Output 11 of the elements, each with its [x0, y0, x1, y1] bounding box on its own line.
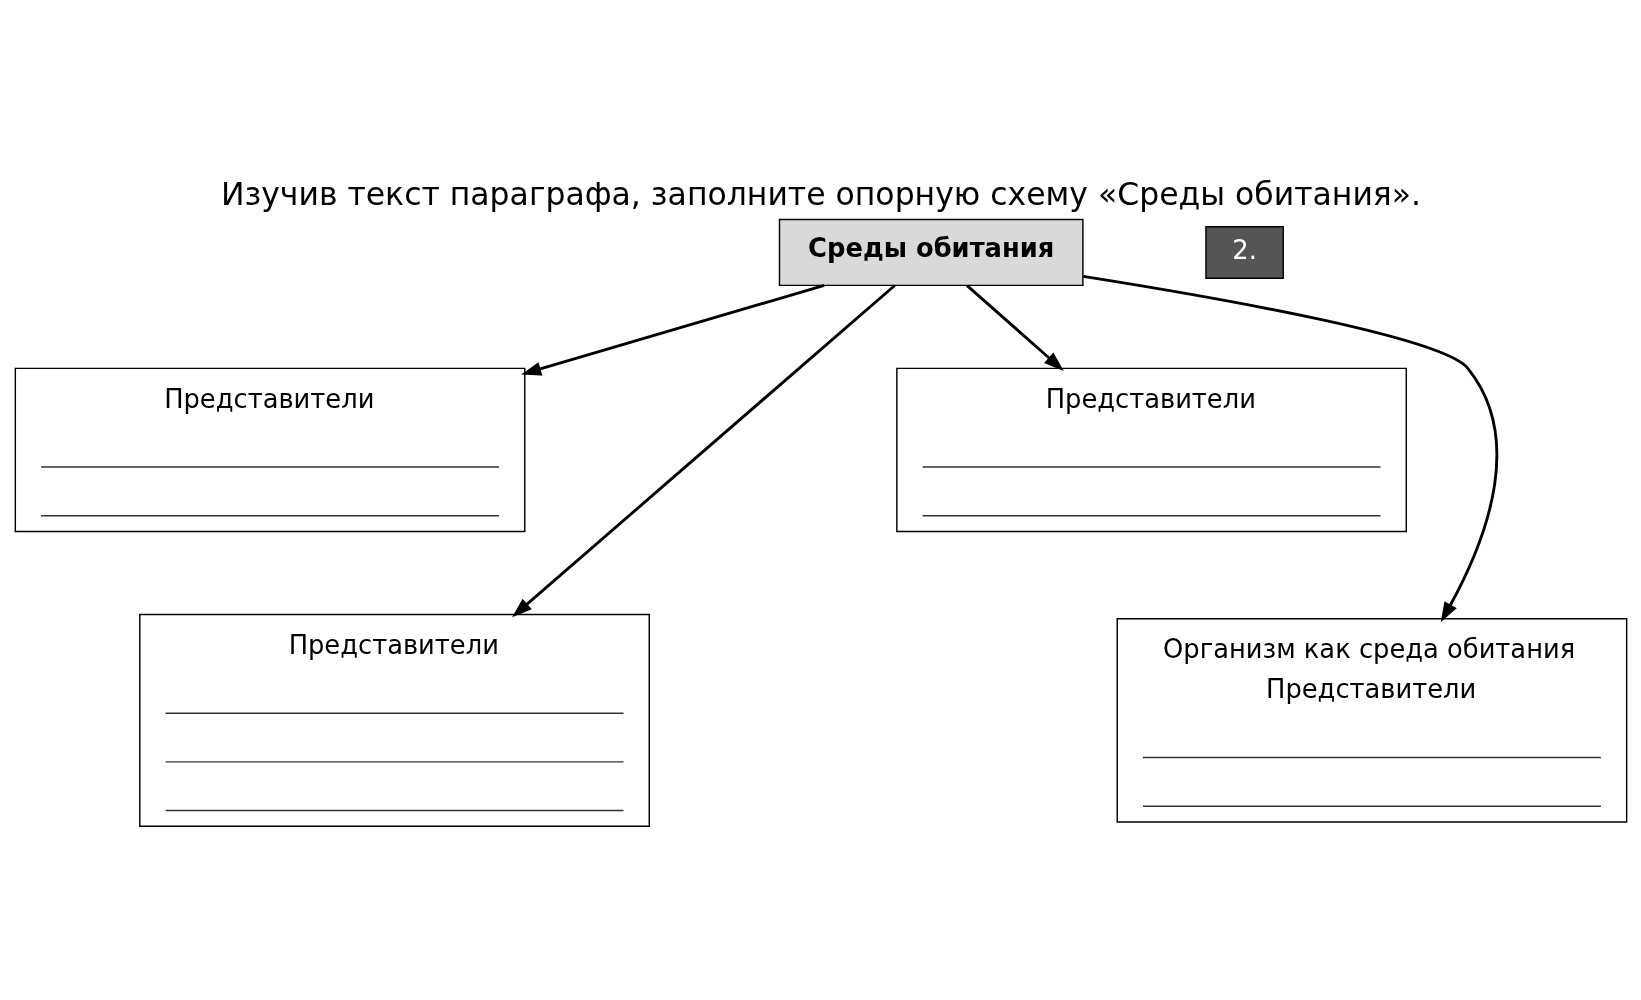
- arrow: [511, 284, 896, 618]
- node-box: Представители: [138, 613, 650, 827]
- node-box: Среды обитания: [778, 218, 1084, 287]
- node-box: Организм как среда обитания Представители: [1116, 618, 1627, 823]
- node-box: Представители: [14, 367, 525, 533]
- arrow: [965, 284, 1064, 371]
- label: 2.: [1231, 234, 1257, 265]
- diagram-title: Изучив текст параграфа, заполните опорную схему «Среды обитания».: [220, 175, 1421, 212]
- node-box: Представители: [895, 367, 1407, 533]
- arrow: [520, 283, 825, 376]
- arrow: [1082, 274, 1498, 623]
